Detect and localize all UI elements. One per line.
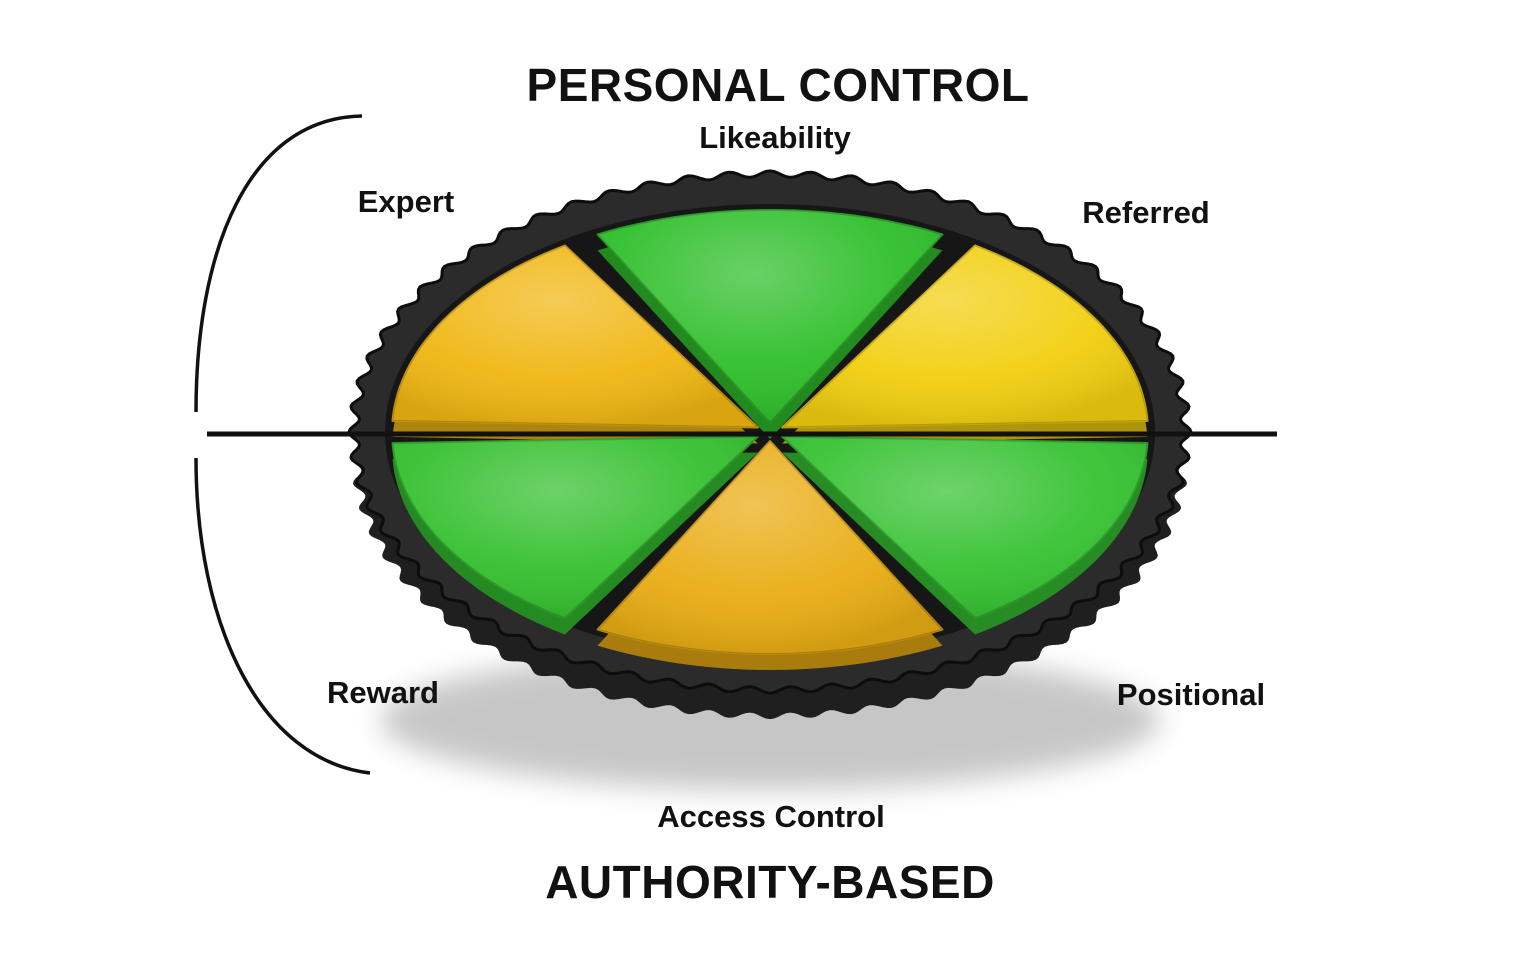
slice-top-layer <box>391 209 1149 655</box>
slice-gloss-4 <box>597 441 943 654</box>
label-access-control: Access Control <box>657 799 885 834</box>
slice-gloss-5 <box>392 436 758 619</box>
label-positional: Positional <box>1116 677 1266 712</box>
label-referred: Referred <box>1082 195 1210 230</box>
slice-gloss-2 <box>782 245 1148 428</box>
label-expert: Expert <box>357 184 455 219</box>
slice-gloss-3 <box>782 436 1148 619</box>
heading-personal-control: PERSONAL CONTROL <box>526 59 1030 111</box>
label-likeability: Likeability <box>699 120 851 155</box>
bracket-upper-arc <box>194 114 363 413</box>
slice-gloss-6 <box>392 245 758 428</box>
slice-gloss-1 <box>597 210 943 423</box>
label-reward: Reward <box>327 675 439 710</box>
bracket-lower-arc <box>194 457 371 775</box>
heading-authority-based: AUTHORITY-BASED <box>545 856 995 908</box>
